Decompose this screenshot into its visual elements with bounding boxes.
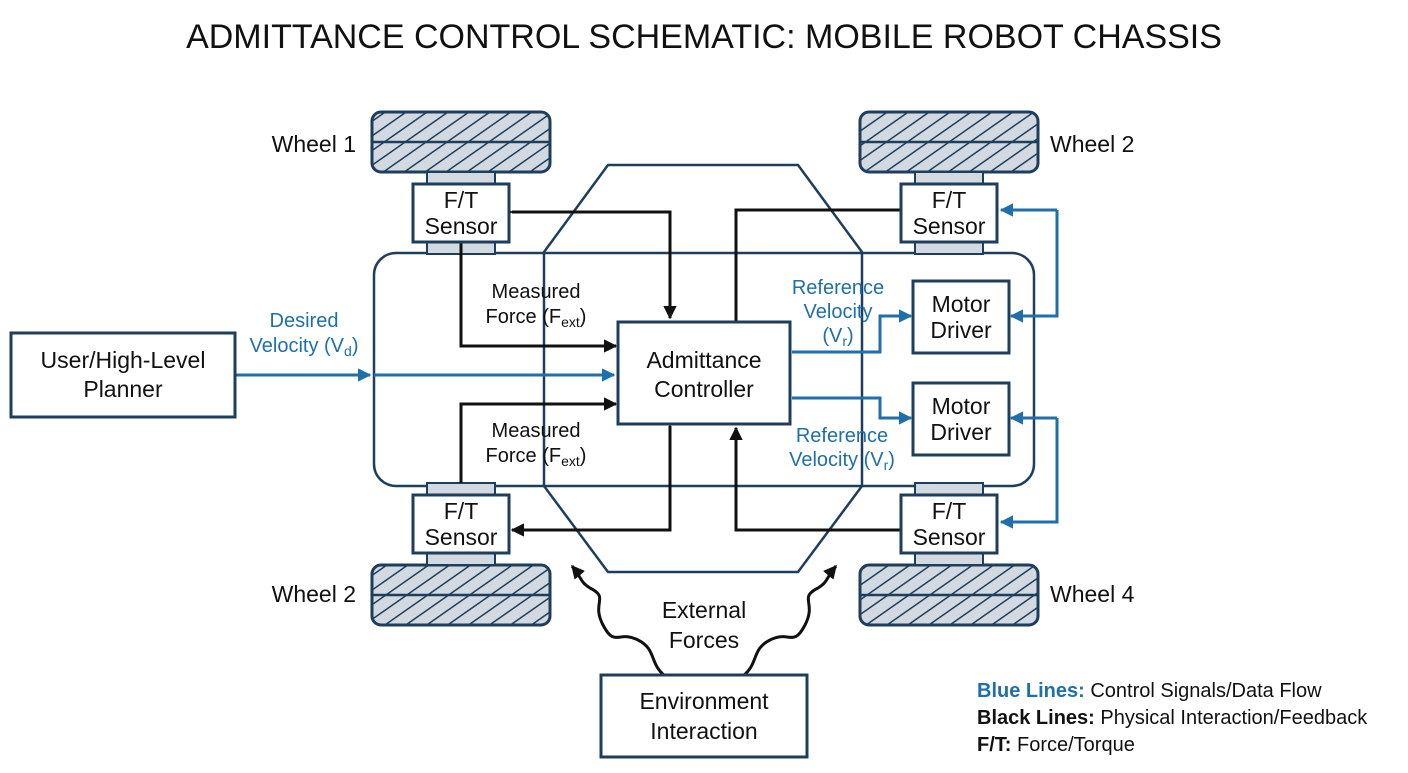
sensor-line1: F/T	[444, 498, 479, 524]
sensor-line1: F/T	[444, 187, 479, 213]
ft-sensor-bottom-left: F/T Sensor	[411, 493, 511, 555]
motor-top-feedback-arrow	[1009, 210, 1059, 323]
external-force-wave-left	[570, 564, 669, 680]
external-force-wave-right	[739, 564, 838, 680]
measured-force-bottom-arrow	[459, 397, 618, 483]
motor-driver-line2: Driver	[930, 419, 992, 445]
environment-line2: Interaction	[650, 718, 757, 744]
measured-force-label-bottom: Force (Fext)	[486, 445, 587, 469]
wheel-1	[370, 110, 552, 255]
sensor-line2: Sensor	[913, 213, 986, 239]
ft-sensor-bottom-right: F/T Sensor	[899, 493, 999, 555]
measured-force-top-arrow	[459, 243, 618, 353]
measured-force-label-top: Force (Fext)	[486, 306, 587, 330]
admittance-controller-box: Admittance Controller	[616, 320, 792, 426]
measured-label-top: Measured	[492, 281, 581, 303]
wheel-2-top-label: Wheel 2	[1050, 131, 1134, 157]
motor-driver-line1: Motor	[932, 291, 991, 317]
reference-velocity-label-bottom: Velocity (Vr)	[789, 449, 895, 473]
sensor-line1: F/T	[932, 498, 967, 524]
reference-velocity-bottom-arrow	[792, 396, 913, 425]
legend-blue: Blue Lines: Control Signals/Data Flow	[977, 680, 1322, 702]
controller-to-sensor-bl-arrow	[510, 413, 677, 537]
motor-driver-bottom: Motor Driver	[911, 381, 1011, 457]
motor-driver-top: Motor Driver	[911, 279, 1011, 355]
planner-line2: Planner	[83, 376, 163, 402]
sensor-line2: Sensor	[425, 524, 498, 550]
blue-connectors	[236, 203, 1059, 529]
black-connectors	[459, 205, 903, 680]
ft-sensor-top-left: F/T Sensor	[411, 182, 511, 244]
sensor-line2: Sensor	[913, 524, 986, 550]
wheel-4	[858, 482, 1040, 627]
environment-line1: Environment	[639, 688, 769, 714]
reference-velocity-top-arrow	[792, 309, 913, 354]
forces-label: Forces	[669, 627, 739, 653]
measured-label-bottom: Measured	[492, 420, 581, 442]
sensor-line2: Sensor	[425, 213, 498, 239]
controller-line1: Admittance	[646, 347, 761, 373]
planner-box: User/High-Level Planner	[9, 331, 237, 419]
legend-black: Black Lines: Physical Interaction/Feedba…	[977, 707, 1368, 729]
reference-label-bottom: Reference	[796, 425, 888, 447]
legend: Blue Lines: Control Signals/Data Flow Bl…	[977, 680, 1368, 756]
page-title: ADMITTANCE CONTROL SCHEMATIC: MOBILE ROB…	[186, 18, 1222, 56]
controller-line2: Controller	[654, 376, 754, 402]
wheel-2-bottom-label: Wheel 2	[272, 581, 356, 607]
environment-box: Environment Interaction	[599, 673, 809, 759]
sensor-tr-to-controller-line	[734, 208, 903, 322]
desired-velocity-label: Velocity (Vd)	[250, 335, 359, 359]
wheel-1-label: Wheel 1	[272, 131, 356, 157]
ft-sensor-top-right: F/T Sensor	[899, 182, 999, 244]
chassis-octagon	[542, 163, 864, 574]
reference-vr-label-top: (Vr)	[822, 325, 853, 349]
reference-label-top: Reference	[792, 277, 884, 299]
desired-label: Desired	[270, 310, 339, 332]
legend-ft: F/T: Force/Torque	[977, 734, 1135, 756]
chassis-frame	[372, 251, 1036, 488]
reference-velocity-label-top: Velocity	[804, 301, 873, 323]
motor-driver-line2: Driver	[930, 317, 992, 343]
motor-bottom-feedback-arrow	[999, 418, 1059, 529]
sensor-line1: F/T	[932, 187, 967, 213]
wheel-4-label: Wheel 4	[1050, 581, 1135, 607]
external-label: External	[662, 597, 746, 623]
sensor-tl-to-controller-arrow	[499, 205, 677, 320]
planner-line1: User/High-Level	[41, 347, 206, 373]
sensor-br-to-controller-arrow	[729, 426, 903, 532]
motor-driver-line1: Motor	[932, 393, 991, 419]
